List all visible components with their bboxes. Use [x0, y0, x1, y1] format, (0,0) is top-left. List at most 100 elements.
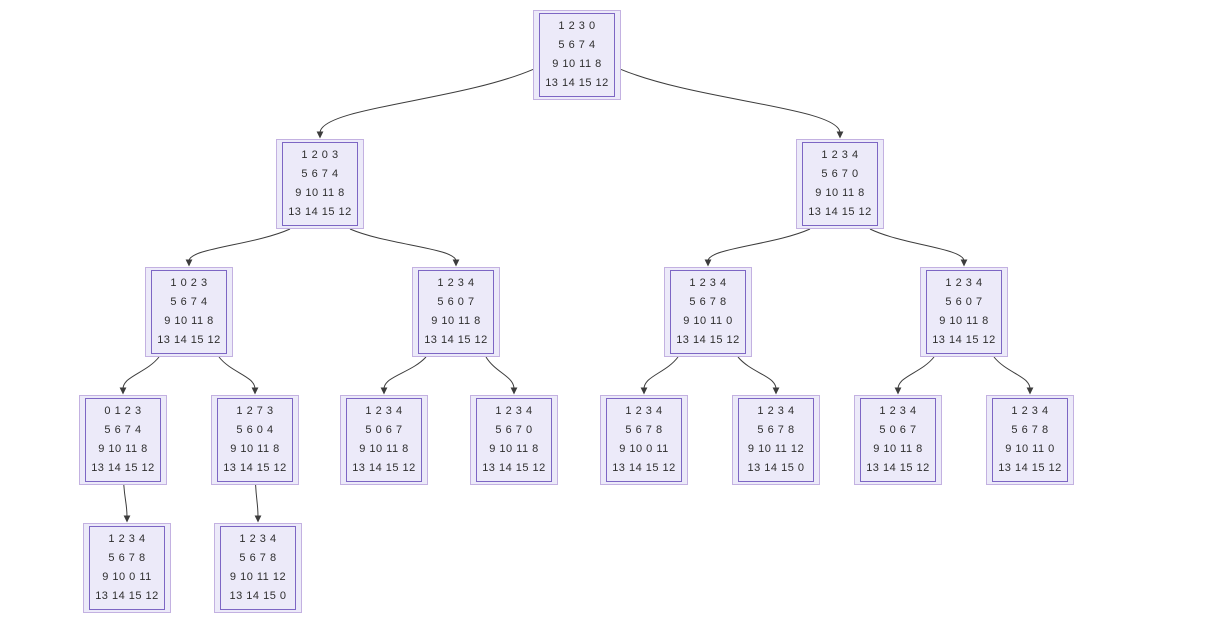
puzzle-row: 13 14 15 12 [482, 462, 546, 474]
puzzle-row: 5 6 7 4 [170, 296, 208, 308]
edge-arrowhead [316, 131, 324, 139]
puzzle-row: 13 14 15 12 [157, 334, 221, 346]
edge-arrowhead [251, 387, 259, 395]
puzzle-row: 5 6 0 4 [236, 424, 274, 436]
edge-arrowhead [894, 387, 902, 395]
puzzle-row: 5 6 7 8 [239, 552, 277, 564]
puzzle-row: 5 0 6 7 [365, 424, 403, 436]
edge-root-to-n2a [319, 68, 534, 134]
puzzle-row: 1 2 3 4 [625, 405, 663, 417]
edge-n4a-to-n5a [123, 484, 128, 518]
edge-n3b-to-n4d [485, 356, 515, 390]
puzzle-state-node-n4d: 1 2 3 4 5 6 7 0 9 10 11 8 13 14 15 12 [470, 395, 558, 485]
puzzle-row: 13 14 15 12 [223, 462, 287, 474]
edge-n2a-to-n3a [188, 228, 291, 262]
puzzle-row: 13 14 15 12 [95, 590, 159, 602]
puzzle-row: 13 14 15 12 [998, 462, 1062, 474]
puzzle-row: 9 10 11 8 [815, 187, 865, 199]
puzzle-row: 9 10 11 8 [359, 443, 409, 455]
puzzle-row: 9 10 11 8 [164, 315, 214, 327]
puzzle-state-node-n4e: 1 2 3 4 5 6 7 8 9 10 0 11 13 14 15 12 [600, 395, 688, 485]
puzzle-row: 13 14 15 12 [91, 462, 155, 474]
edge-arrowhead [452, 259, 460, 267]
puzzle-row: 5 6 7 4 [558, 39, 596, 51]
puzzle-row: 1 2 3 4 [757, 405, 795, 417]
puzzle-state-node-n4h: 1 2 3 4 5 6 7 8 9 10 11 0 13 14 15 12 [986, 395, 1074, 485]
edge-arrowhead [704, 259, 712, 267]
edge-n3d-to-n4g [897, 356, 935, 390]
puzzle-row: 9 10 11 0 [683, 315, 733, 327]
edge-n4b-to-n5b [255, 484, 259, 518]
puzzle-row: 5 6 7 8 [625, 424, 663, 436]
puzzle-row: 1 2 3 4 [1011, 405, 1049, 417]
puzzle-row: 1 2 3 4 [945, 277, 983, 289]
puzzle-state-node-n4b: 1 2 7 3 5 6 0 4 9 10 11 8 13 14 15 12 [211, 395, 299, 485]
puzzle-row: 9 10 11 8 [230, 443, 280, 455]
puzzle-row: 5 6 7 8 [108, 552, 146, 564]
puzzle-row: 13 14 15 12 [288, 206, 352, 218]
edge-n3c-to-n4f [737, 356, 777, 390]
puzzle-row: 9 10 0 11 [619, 443, 669, 455]
puzzle-row: 13 14 15 12 [352, 462, 416, 474]
puzzle-row: 1 2 3 4 [879, 405, 917, 417]
puzzle-row: 1 2 3 4 [495, 405, 533, 417]
edge-arrowhead [185, 259, 193, 267]
puzzle-grid: 1 2 3 4 5 6 7 0 9 10 11 8 13 14 15 12 [476, 398, 552, 482]
puzzle-row: 5 6 7 8 [757, 424, 795, 436]
puzzle-row: 9 10 0 11 [102, 571, 152, 583]
puzzle-row: 9 10 11 0 [1005, 443, 1055, 455]
puzzle-row: 9 10 11 12 [747, 443, 805, 455]
puzzle-state-node-root: 1 2 3 0 5 6 7 4 9 10 11 8 13 14 15 12 [533, 10, 621, 100]
puzzle-row: 5 6 7 8 [1011, 424, 1049, 436]
puzzle-row: 13 14 15 12 [545, 77, 609, 89]
puzzle-row: 1 2 7 3 [236, 405, 274, 417]
puzzle-row: 5 6 7 4 [301, 168, 339, 180]
edge-arrowhead [123, 515, 131, 523]
edge-n2b-to-n3d [869, 228, 965, 262]
edge-n3c-to-n4e [643, 356, 679, 390]
edge-arrowhead [640, 387, 648, 395]
puzzle-row: 5 6 0 7 [945, 296, 983, 308]
puzzle-grid: 1 2 3 4 5 6 7 8 9 10 11 0 13 14 15 12 [992, 398, 1068, 482]
puzzle-grid: 1 2 3 0 5 6 7 4 9 10 11 8 13 14 15 12 [539, 13, 615, 97]
puzzle-row: 9 10 11 8 [98, 443, 148, 455]
puzzle-row: 1 2 3 0 [558, 20, 596, 32]
edge-n2a-to-n3b [349, 228, 457, 262]
puzzle-row: 9 10 11 8 [552, 58, 602, 70]
edge-arrowhead [119, 387, 127, 395]
puzzle-row: 1 2 3 4 [239, 533, 277, 545]
puzzle-row: 13 14 15 12 [612, 462, 676, 474]
puzzle-row: 13 14 15 12 [424, 334, 488, 346]
puzzle-row: 13 14 15 12 [808, 206, 872, 218]
puzzle-row: 0 1 2 3 [104, 405, 142, 417]
edge-n3d-to-n4h [993, 356, 1031, 390]
edge-arrowhead [1026, 387, 1034, 395]
edge-root-to-n2b [620, 68, 841, 134]
puzzle-row: 1 2 3 4 [365, 405, 403, 417]
puzzle-row: 13 14 15 12 [932, 334, 996, 346]
puzzle-row: 9 10 11 8 [489, 443, 539, 455]
puzzle-row: 5 6 7 0 [495, 424, 533, 436]
puzzle-row: 5 6 7 8 [689, 296, 727, 308]
edge-n3a-to-n4b [218, 356, 256, 390]
